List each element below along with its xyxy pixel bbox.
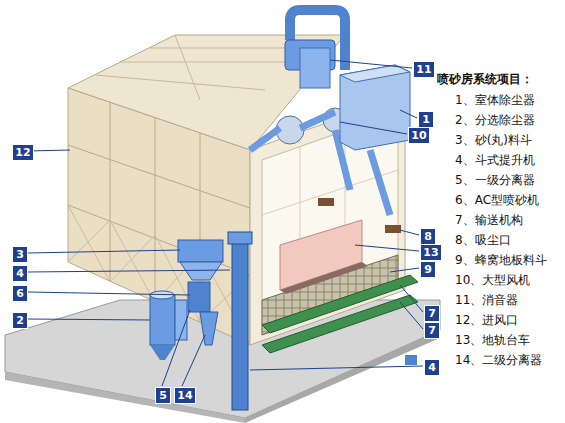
callout-number: 4 bbox=[424, 359, 440, 376]
callout-number: 12 bbox=[12, 144, 34, 161]
callout-number: 5 bbox=[155, 387, 171, 404]
callout-text: 11 bbox=[416, 63, 431, 76]
callout-text: 2 bbox=[16, 314, 24, 327]
list-item: 2、分选除尘器 bbox=[455, 113, 535, 127]
callout-text: 4 bbox=[16, 267, 24, 280]
callout-text: 14 bbox=[177, 389, 192, 402]
callout-number: 11 bbox=[413, 61, 435, 78]
callout-text: 8 bbox=[424, 230, 432, 243]
callout-text: 4 bbox=[428, 361, 436, 374]
list-item: 6、AC型喷砂机 bbox=[455, 193, 539, 207]
callout-text: 10 bbox=[411, 129, 426, 142]
callout-number: 7 bbox=[424, 322, 440, 339]
callout-text: 7 bbox=[428, 324, 436, 337]
list-item: 9、蜂窝地板料斗 bbox=[455, 253, 547, 267]
callout-number: 2 bbox=[12, 312, 28, 329]
list-item: 5、一级分离器 bbox=[455, 173, 535, 187]
callout-text: 3 bbox=[16, 248, 24, 261]
callout-number: 3 bbox=[12, 246, 28, 263]
callout-number: 9 bbox=[420, 261, 436, 278]
callout-number: 14 bbox=[174, 387, 196, 404]
callout-text: 6 bbox=[16, 287, 24, 300]
callout-text: 9 bbox=[424, 263, 432, 276]
callout-text: 5 bbox=[159, 389, 167, 402]
callout-text: 13 bbox=[423, 246, 438, 259]
list-item: 7、输送机构 bbox=[455, 213, 523, 227]
callout-number: 6 bbox=[12, 285, 28, 302]
list-item: 3、砂(丸)料斗 bbox=[455, 133, 532, 147]
callout-number: 13 bbox=[420, 244, 442, 261]
callout-text: 12 bbox=[15, 146, 30, 159]
list-item: 4、斗式提升机 bbox=[455, 153, 535, 167]
list-item: 11、消音器 bbox=[455, 293, 518, 307]
callout-number: 1 bbox=[418, 111, 434, 128]
list-item: 12、进风口 bbox=[455, 313, 518, 327]
callout-number: 4 bbox=[12, 265, 28, 282]
list-item: 10、大型风机 bbox=[455, 273, 530, 287]
list-item: 8、吸尘口 bbox=[455, 233, 511, 247]
callout-number: 8 bbox=[420, 228, 436, 245]
callout-text: 1 bbox=[422, 113, 430, 126]
callout-text: 7 bbox=[428, 307, 436, 320]
callout-number: 7 bbox=[424, 305, 440, 322]
list-item: 14、二级分离器 bbox=[455, 353, 542, 367]
list-item: 13、地轨台车 bbox=[455, 333, 530, 347]
list-item: 1、室体除尘器 bbox=[455, 93, 535, 107]
list-title: 喷砂房系统项目： bbox=[437, 72, 533, 86]
callout-number: 10 bbox=[408, 127, 430, 144]
